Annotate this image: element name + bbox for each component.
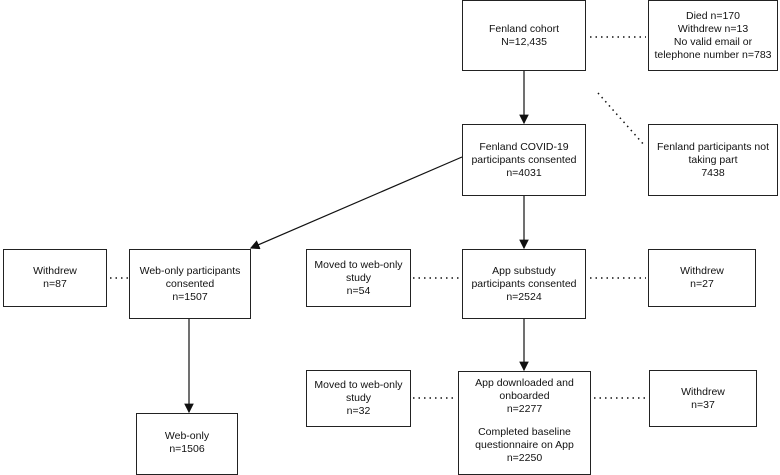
label: No valid email or <box>673 35 753 48</box>
count: n=2524 <box>506 290 542 303</box>
label: Fenland participants not <box>656 140 770 153</box>
box-covid-consented: Fenland COVID-19 participants consented … <box>462 124 586 196</box>
box-moved-54: Moved to web-only study n=54 <box>306 249 411 307</box>
count: n=37 <box>691 398 715 411</box>
label: Moved to web-only <box>314 258 403 271</box>
label: Died n=170 <box>685 9 740 22</box>
label: Web-only participants <box>139 264 241 277</box>
box-app-downloaded: App downloaded and onboarded n=2277 Comp… <box>458 371 591 475</box>
count: n=87 <box>43 278 67 290</box>
label: Moved to web-only <box>314 379 403 391</box>
label: App substudy <box>492 264 556 277</box>
label: Fenland COVID-19 <box>479 140 569 153</box>
count: N=12,435 <box>501 35 547 48</box>
box-web-only: Web-only n=1506 <box>136 413 238 475</box>
box-withdrew-87: Withdrew n=87 <box>3 249 107 307</box>
box-moved-32: Moved to web-only study n=32 <box>306 370 411 427</box>
label: participants consented <box>471 277 577 290</box>
dotted-cohort-not-taking-part <box>597 92 646 147</box>
label: taking part <box>688 153 738 166</box>
box-excluded: Died n=170 Withdrew n=13 No valid email … <box>648 0 778 71</box>
label: Withdrew <box>680 265 724 277</box>
label: consented <box>165 277 215 290</box>
count: n=4031 <box>506 166 542 179</box>
label: Withdrew <box>33 265 77 277</box>
label: study <box>345 271 372 284</box>
count: 7438 <box>701 166 725 179</box>
label: Withdrew <box>681 385 725 398</box>
label: study <box>345 392 372 404</box>
box-app-substudy: App substudy participants consented n=25… <box>462 249 586 319</box>
label: Fenland cohort <box>488 22 560 35</box>
count: n=1507 <box>172 290 208 303</box>
label: Completed baseline <box>478 426 571 438</box>
count: n=27 <box>690 278 714 290</box>
count: n=2277 <box>506 403 543 415</box>
label: onboarded <box>499 390 550 402</box>
label: questionnaire on App <box>475 439 574 451</box>
box-withdrew-37: Withdrew n=37 <box>649 370 757 427</box>
box-not-taking-part: Fenland participants not taking part 743… <box>648 124 778 196</box>
label: participants consented <box>471 153 577 166</box>
box-fenland-cohort: Fenland cohort N=12,435 <box>462 0 586 71</box>
arrow-consented-to-web <box>249 156 463 250</box>
count: n=54 <box>346 284 371 297</box>
label: Withdrew n=13 <box>677 22 749 35</box>
count: n=32 <box>346 405 371 417</box>
box-withdrew-27: Withdrew n=27 <box>648 249 756 307</box>
label: telephone number n=783 <box>654 48 772 61</box>
label: App downloaded and <box>475 377 574 389</box>
box-web-consented: Web-only participants consented n=1507 <box>129 249 251 319</box>
count: n=2250 <box>506 452 543 464</box>
count: n=1506 <box>169 443 205 455</box>
label: Web-only <box>164 430 210 442</box>
